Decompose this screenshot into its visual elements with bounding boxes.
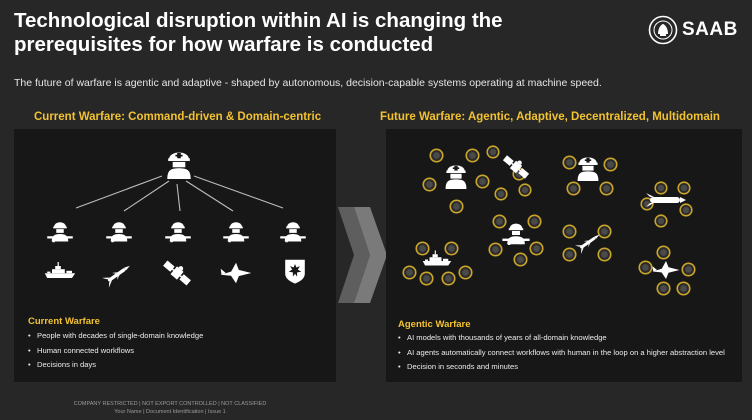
missile-icon: [102, 260, 134, 288]
future-warfare-bullets: AI models with thousands of years of all…: [398, 333, 728, 377]
ai-agent-node-icon: [654, 181, 668, 195]
ai-agent-node-icon: [562, 224, 577, 239]
saab-logo: SAAB: [648, 13, 744, 47]
ai-agent-node-icon: [638, 260, 653, 275]
future-warfare-caption: Agentic Warfare: [398, 319, 471, 330]
list-item: AI models with thousands of years of all…: [398, 333, 728, 343]
agent-cluster: [422, 148, 490, 214]
ai-agent-node-icon: [677, 181, 691, 195]
ai-agent-node-icon: [402, 265, 417, 280]
ai-agent-node-icon: [562, 247, 577, 262]
current-warfare-diagram: [44, 152, 306, 288]
ai-agent-node-icon: [475, 174, 490, 189]
ship-icon: [44, 262, 76, 278]
ai-agent-node-icon: [449, 199, 464, 214]
list-item: AI agents automatically connect workflow…: [398, 348, 728, 358]
ai-agent-node-icon: [415, 241, 430, 256]
ai-agent-node-icon: [562, 155, 577, 170]
footer-document-info: Your Name | Document Identification | Is…: [114, 409, 226, 415]
soldier-icon: [223, 222, 249, 243]
page-subtitle: The future of warfare is agentic and ada…: [14, 77, 602, 89]
ai-agent-node-icon: [679, 203, 693, 217]
commander-icon: [445, 165, 467, 189]
agent-cluster: [488, 214, 544, 267]
saab-emblem-icon: [648, 15, 678, 45]
ai-agent-node-icon: [597, 247, 612, 262]
soldier-icon: [165, 222, 191, 243]
ai-agent-node-icon: [458, 265, 473, 280]
ai-agent-node-icon: [444, 241, 459, 256]
ai-agent-node-icon: [488, 242, 503, 257]
agent-cluster: [638, 245, 696, 296]
ai-agent-node-icon: [486, 145, 500, 159]
ai-agent-node-icon: [654, 214, 668, 228]
ai-agent-node-icon: [422, 177, 437, 192]
ai-agent-node-icon: [465, 148, 480, 163]
future-warfare-diagram: [402, 145, 696, 296]
current-warfare-bullets: People with decades of single-domain kno…: [28, 331, 328, 375]
double-chevron-right-icon: [338, 207, 387, 303]
agent-cluster: [640, 181, 693, 228]
ai-agent-node-icon: [529, 241, 544, 256]
ai-agent-node-icon: [419, 271, 434, 286]
satellite-icon: [162, 256, 194, 287]
current-warfare-caption: Current Warfare: [28, 316, 100, 327]
future-warfare-panel: Agentic Warfare AI models with thousands…: [386, 129, 742, 382]
ai-agent-node-icon: [429, 148, 444, 163]
ai-agent-node-icon: [597, 224, 612, 239]
logo-text: SAAB: [682, 19, 738, 40]
current-warfare-panel: Current Warfare People with decades of s…: [14, 129, 336, 382]
footer-classification: COMPANY RESTRICTED | NOT EXPORT CONTROLL…: [73, 401, 267, 407]
shield-badge-icon: [285, 259, 305, 284]
ai-agent-node-icon: [656, 245, 671, 260]
ai-agent-node-icon: [494, 187, 508, 201]
list-item: Decisions in days: [28, 360, 328, 370]
ai-agent-node-icon: [681, 262, 696, 277]
ai-agent-node-icon: [676, 281, 691, 296]
ai-agent-node-icon: [527, 214, 542, 229]
agent-cluster: [562, 224, 612, 262]
soldier-icon: [280, 222, 306, 243]
fighter-jet-icon: [652, 261, 680, 279]
commander-icon: [167, 152, 191, 179]
soldier-icon: [47, 222, 73, 243]
ai-agent-node-icon: [518, 183, 532, 197]
agent-cluster: [402, 241, 473, 286]
list-item: Human connected workflows: [28, 346, 328, 356]
command-links: [75, 175, 284, 212]
ai-agent-node-icon: [492, 214, 507, 229]
ai-agent-node-icon: [656, 281, 671, 296]
missile-icon: [646, 193, 686, 207]
agent-cluster: [486, 145, 532, 201]
ai-agent-node-icon: [603, 157, 618, 172]
future-warfare-title: Future Warfare: Agentic, Adaptive, Decen…: [380, 111, 720, 123]
fighter-jet-icon: [220, 262, 252, 284]
ai-agent-node-icon: [566, 181, 581, 196]
current-warfare-title: Current Warfare: Command-driven & Domain…: [34, 111, 322, 123]
agent-cluster: [562, 155, 618, 196]
soldier-icon: [106, 222, 132, 243]
ai-agent-node-icon: [599, 181, 614, 196]
list-item: People with decades of single-domain kno…: [28, 331, 328, 341]
soldier-icon: [502, 223, 530, 245]
ai-agent-node-icon: [513, 252, 528, 267]
commander-icon: [577, 157, 599, 181]
page-title: Technological disruption within AI is ch…: [14, 9, 503, 56]
ai-agent-node-icon: [441, 271, 456, 286]
list-item: Decision in seconds and minutes: [398, 362, 728, 372]
